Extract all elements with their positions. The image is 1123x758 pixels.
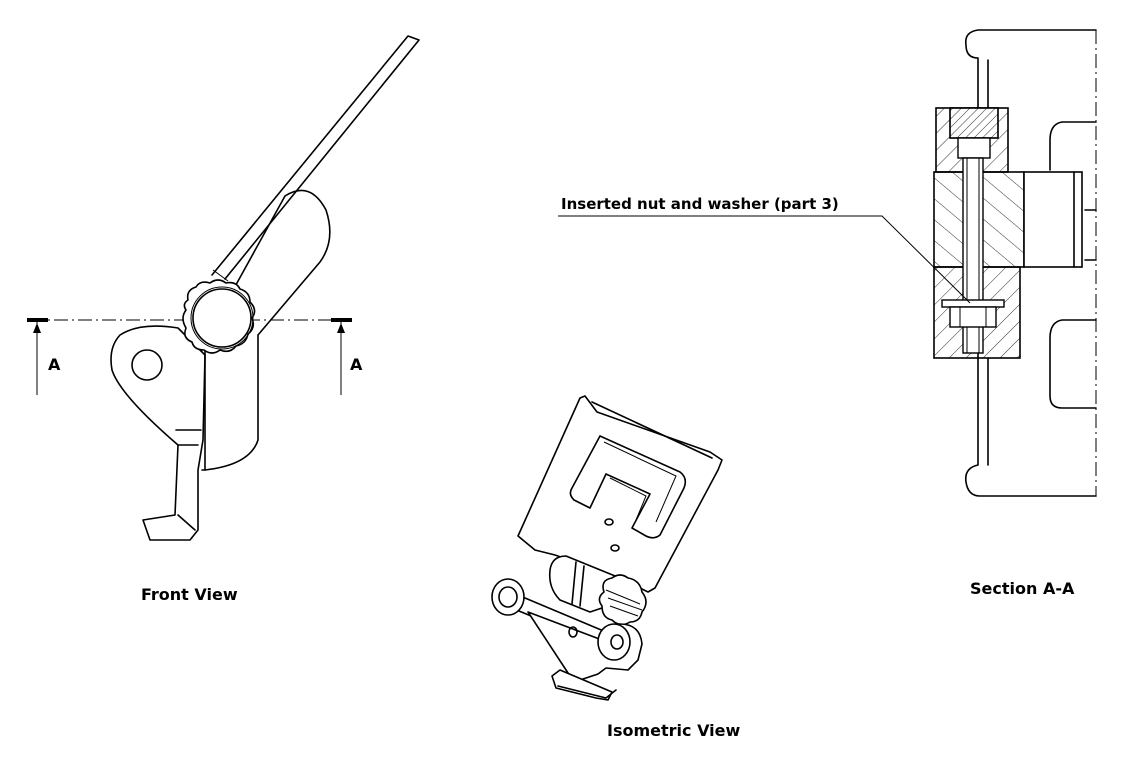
plate-recess [1049,121,1097,171]
mounting-plate [517,395,723,593]
clamp-bracket [110,325,206,541]
rod [211,35,420,280]
section-marker-right-label: A [350,355,363,374]
isometric-view [491,395,723,701]
isometric-view-caption: Isometric View [607,721,741,740]
cylinder-body [201,189,331,471]
front-view [27,35,420,541]
section-marker-left-label: A [48,355,61,374]
callout-leader [558,215,971,304]
callout-label: Inserted nut and washer (part 3) [561,195,839,213]
section-view-caption: Section A-A [970,579,1075,598]
plate-slot [569,435,687,539]
section-view [558,29,1097,497]
washer [941,299,1005,308]
section-arrow-right [337,322,345,395]
iso-bracket [527,611,643,681]
front-view-caption: Front View [141,585,238,604]
pivot-hole [131,349,163,381]
inserted-nut [949,306,997,328]
iso-knob [598,574,647,626]
iso-foot [551,669,613,701]
section-arrow-left [33,322,41,395]
